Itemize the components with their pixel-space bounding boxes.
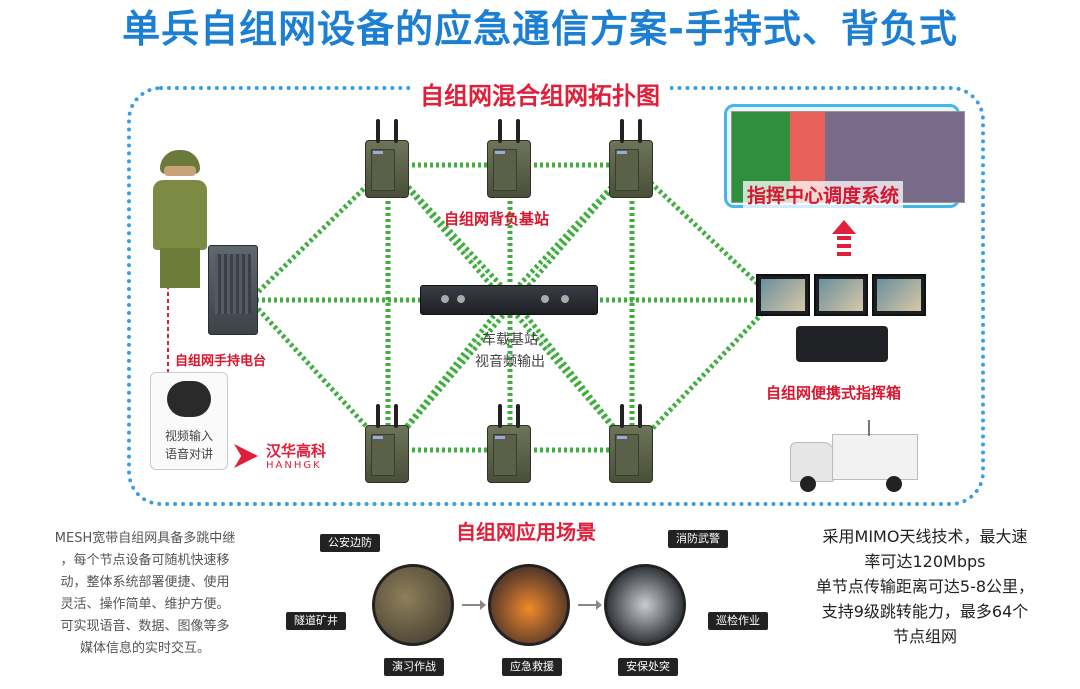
flow-arrow-icon [578,600,602,610]
link-to-hub-3 [386,293,512,452]
earpiece-box: 视频输入 语音对讲 [150,372,228,470]
brand-sub: HANHGK [266,460,322,471]
earpiece-label-1: 视频输入 [164,429,213,443]
backpack-radio-bottom-left [365,404,409,483]
earpiece-label-2: 语音对讲 [164,447,213,461]
vehicle-label-1: 车载基站 [482,332,538,348]
left-description: MESH宽带自组网具备多跳中继 ，每个节点设备可随机快速移 动，整体系统部署便捷… [54,531,236,656]
link-to-hub-4 [508,293,634,452]
uplink-arrow-icon [832,220,856,260]
backpack-radio-top-mid [487,119,531,198]
page-title: 单兵自组网设备的应急通信方案-手持式、背负式 [122,7,958,51]
scenario-image-rescue [488,564,570,646]
vehicle-label-2: 视音频输出 [475,354,545,370]
command-center-label: 指挥中心调度系统 [743,181,904,208]
backpack-radio-top-right [609,119,653,198]
backpack-label: 自组网背负基站 [444,210,550,228]
brand-logo-icon [234,444,258,468]
handheld-label: 自组网手持电台 [175,354,267,369]
backpack-radio-top-left [365,119,409,198]
link-handheld-top [248,163,390,302]
portable-command-box [752,272,932,372]
handheld-radio [208,245,258,335]
portable-label: 自组网便携式指挥箱 [766,384,902,402]
earpiece-icon [167,381,211,417]
backpack-radio-bottom-mid [487,404,531,483]
tag-tunnel: 隧道矿井 [286,612,346,630]
right-description: 采用MIMO天线技术，最大速 率可达120Mbps 单节点传输距离可达5-8公里… [815,527,1035,646]
tag-rescue: 应急救援 [502,658,562,676]
brand-name: 汉华高科 [266,442,327,460]
tag-security: 安保处突 [618,658,678,676]
link-handheld-bottom [248,298,390,452]
scenarios-title: 自组网应用场景 [456,520,596,544]
scenario-image-security [604,564,686,646]
backpack-radio-bottom-right [609,404,653,483]
link-portable-bottom [630,298,777,452]
tag-patrol: 巡检作业 [708,612,768,630]
scenario-image-drill [372,564,454,646]
brand-logo: 汉华高科 HANHGK [234,440,354,476]
command-center-box: 指挥中心调度系统 [724,104,965,208]
vehicle-base-station [420,285,598,315]
command-truck [790,420,930,494]
topology-title: 自组网混合组网拓扑图 [0,76,1080,111]
tag-fire: 消防武警 [668,530,728,548]
tag-drill: 演习作战 [384,658,444,676]
link-portable-top [630,163,777,302]
soldier-figure [150,150,210,290]
tag-police: 公安边防 [320,534,380,552]
flow-arrow-icon [462,600,486,610]
